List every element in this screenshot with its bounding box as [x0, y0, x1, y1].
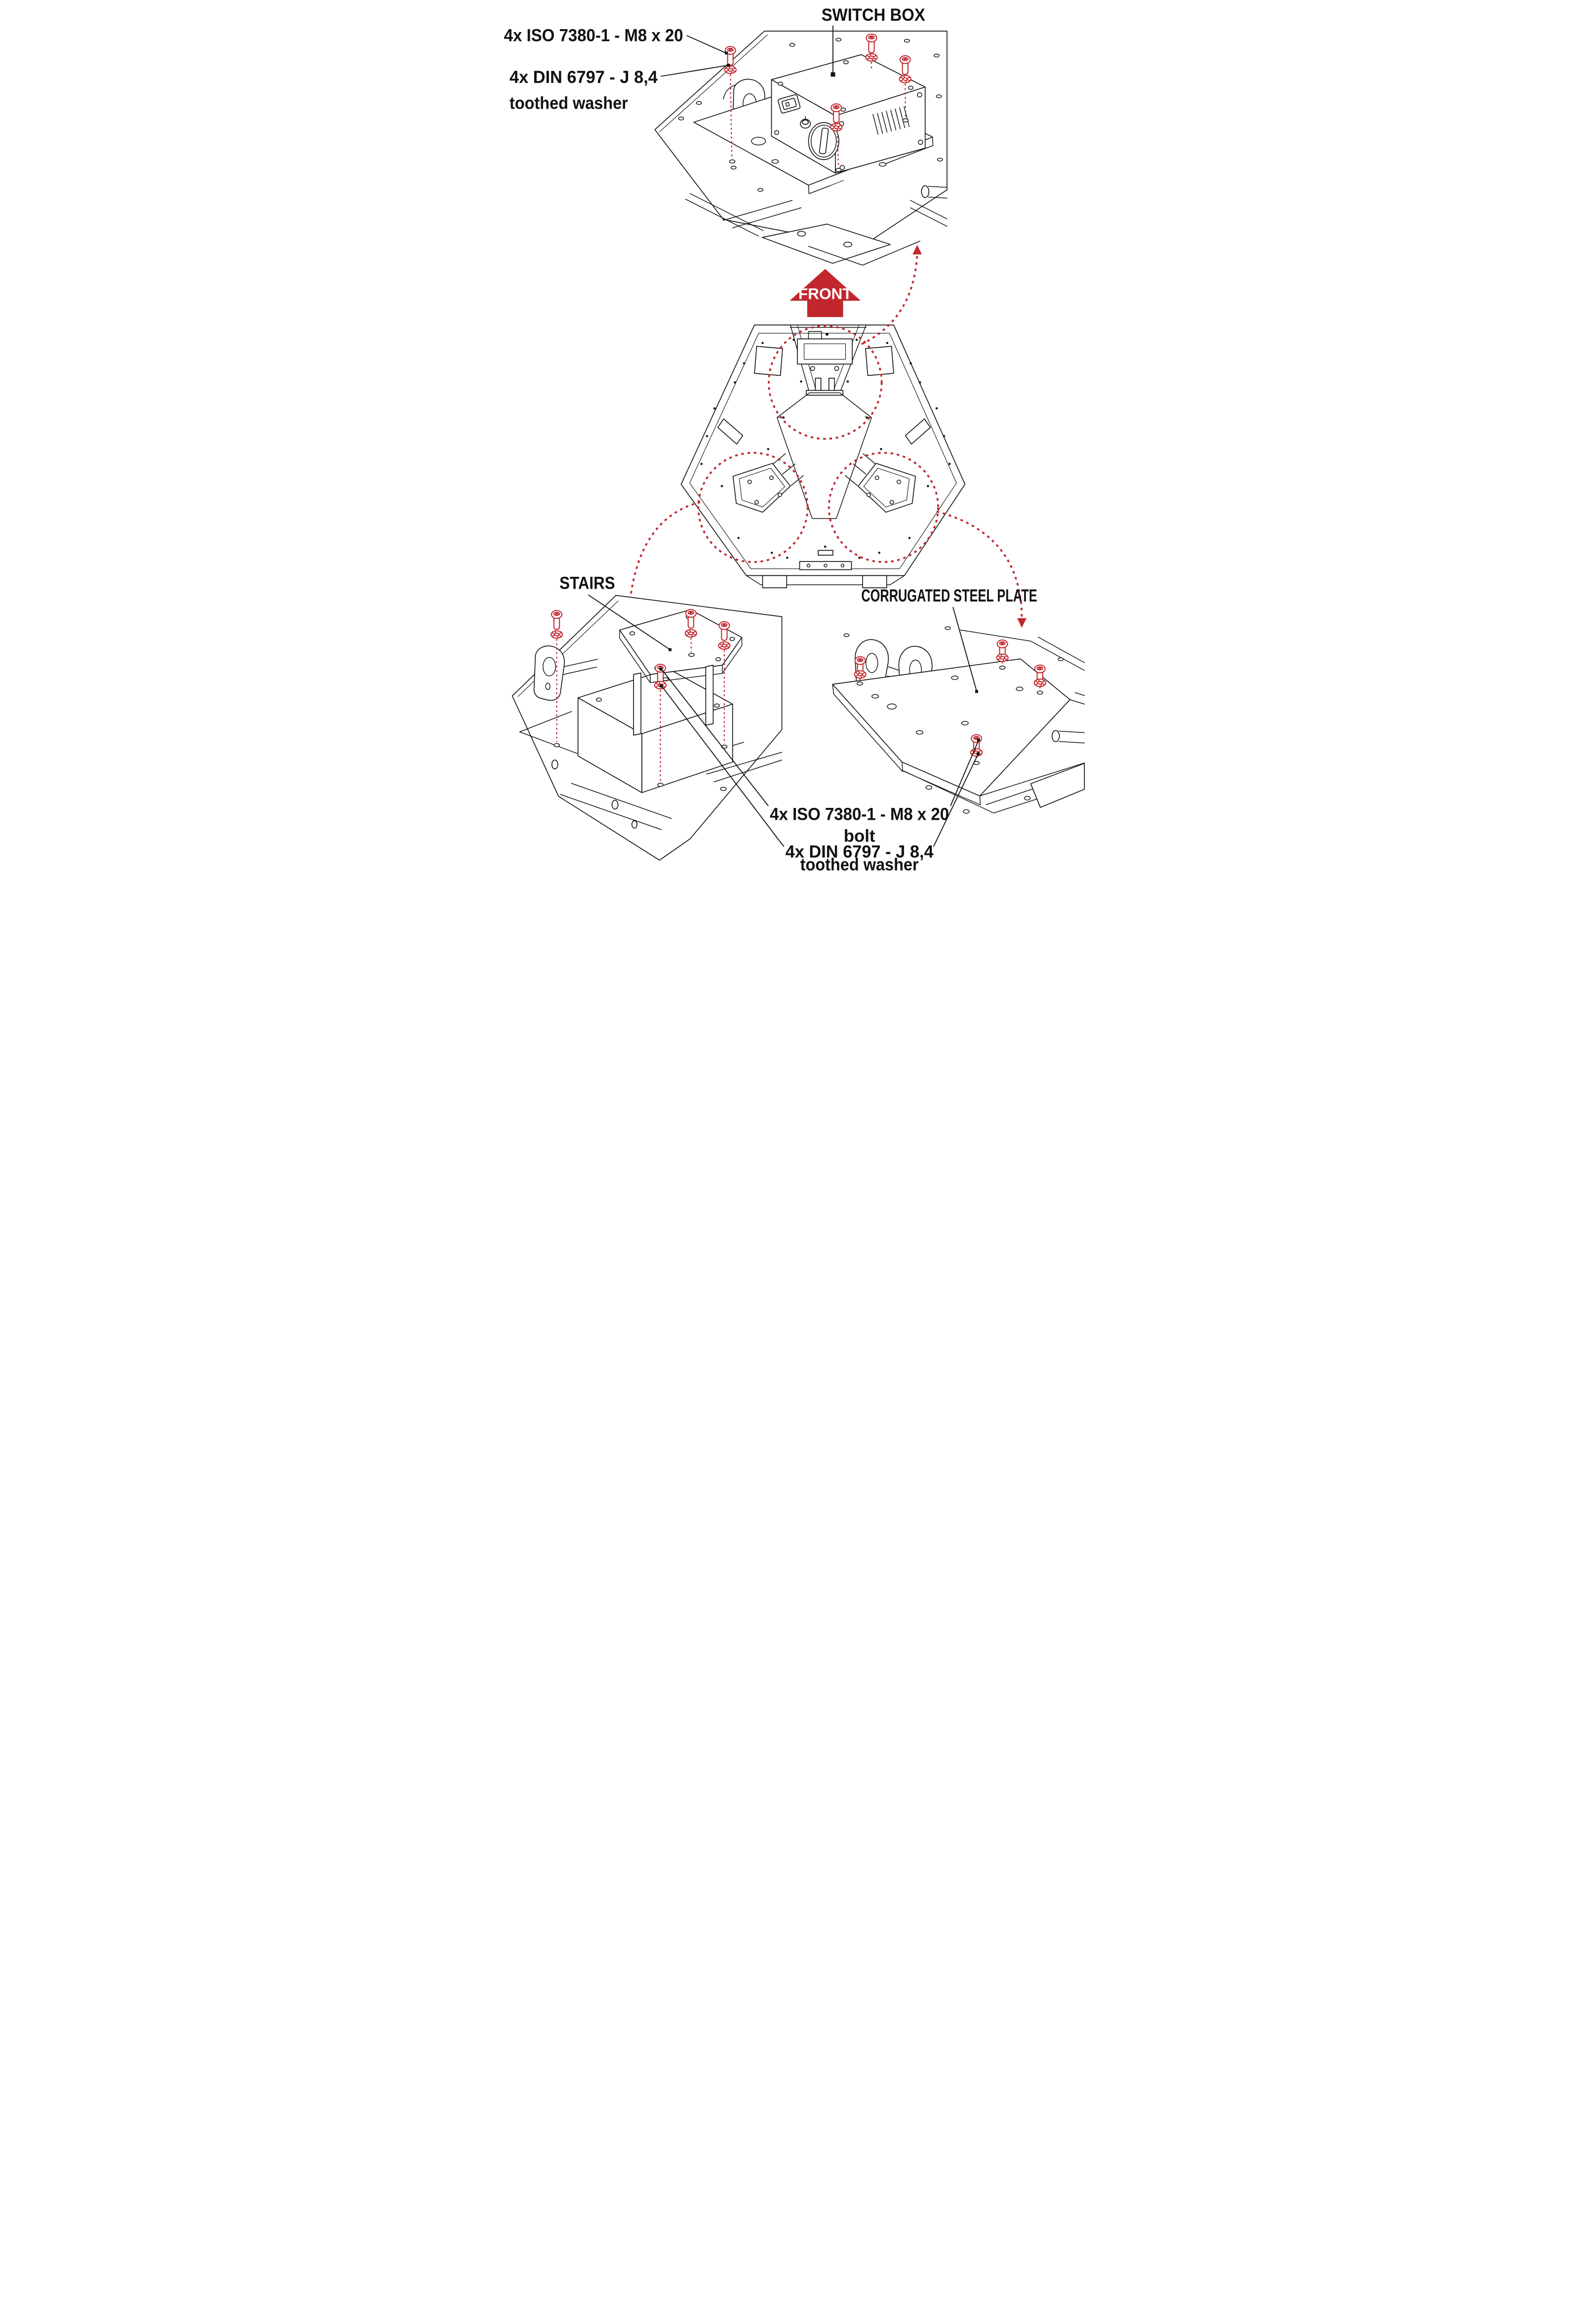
corrugated-plate [832, 658, 1070, 805]
callout-din-washer-bottom-line2: toothed washer [800, 855, 919, 872]
fastener-b1 [724, 46, 737, 164]
flap-mid-left [717, 418, 744, 445]
bottom-callouts: 4x ISO 7380-1 - M8 x 20 bolt 4x DIN 6797… [660, 668, 980, 872]
leader-bolt-to-plate [950, 740, 979, 806]
corrugated-plate-leader [952, 606, 977, 691]
plate-holes [678, 38, 943, 192]
round-connector [800, 116, 811, 129]
zoom-circle-stairs-bay [697, 452, 809, 563]
callout-din-washer-top-line1: 4x DIN 6797 - J 8,4 [510, 67, 658, 87]
fastener-g1 [854, 656, 867, 686]
fastener-f1 [550, 610, 563, 748]
front-label: FRONT [798, 284, 852, 302]
callout-din-washer-top-leader [661, 65, 729, 77]
flap-top-left [754, 346, 783, 376]
rivet-dots [700, 338, 951, 559]
stairs-lower-step [577, 668, 733, 793]
stairs-detail-view: STAIRS [512, 573, 783, 861]
leader-washer-to-plate [933, 754, 979, 847]
callout-iso-bolt-bottom-line2: bolt [844, 826, 875, 845]
ear-bracket [533, 645, 598, 701]
front-arrow-icon: FRONT [790, 269, 861, 317]
vent-grille [872, 106, 910, 135]
bottom-bracket [799, 550, 852, 570]
callout-iso-bolt-bottom-line1: 4x ISO 7380-1 - M8 x 20 [770, 804, 949, 824]
hexagonal-platform [680, 324, 966, 589]
callout-din-washer-top-line2: toothed washer [510, 93, 628, 113]
switch-box-detail-view: SWITCH BOX 4x ISO 7380-1 - M8 x 20 4x DI… [504, 5, 948, 266]
power-inlet [778, 94, 801, 114]
overview-view: FRONT [624, 244, 1027, 628]
flap-mid-right [905, 418, 931, 445]
leader-bolt-to-stairs [661, 669, 769, 806]
stairs-bay [732, 453, 804, 513]
assembly-diagram: SWITCH BOX 4x ISO 7380-1 - M8 x 20 4x DI… [504, 5, 1085, 872]
fastener-g2 [996, 639, 1009, 670]
flap-top-right [865, 346, 894, 376]
corrugated-plate-label: CORRUGATED STEEL PLATE [861, 586, 1037, 605]
plate-bay [845, 453, 916, 513]
assembly-instruction-page: SWITCH BOX 4x ISO 7380-1 - M8 x 20 4x DI… [494, 0, 1086, 872]
leader-washer-to-stairs [661, 686, 785, 847]
fastener-b4 [830, 103, 843, 172]
stairs-leader [588, 594, 671, 650]
fastener-g3 [1033, 664, 1046, 695]
stairs-upper-step [619, 609, 743, 736]
front-bay [790, 324, 867, 396]
switch-box-label: SWITCH BOX [822, 5, 925, 25]
rotary-switch [808, 122, 839, 160]
frame-structure [843, 626, 1085, 814]
frame-structure [685, 185, 948, 266]
callout-iso-bolt-top-leader [686, 35, 727, 54]
zoom-circle-plate-bay [828, 452, 939, 563]
fastener-b3 [899, 55, 911, 122]
zoom-arrow-to-switch-box [861, 244, 922, 345]
fastener-b2 [865, 33, 878, 71]
plate-detail-view: CORRUGATED STEEL PLATE [832, 586, 1085, 814]
zoom-circle-front-bay [768, 325, 883, 440]
callout-iso-bolt-top: 4x ISO 7380-1 - M8 x 20 [504, 25, 683, 45]
lid-screws [777, 60, 914, 112]
zoom-arrow-to-plate [936, 510, 1027, 628]
stairs-label: STAIRS [559, 573, 615, 593]
fastener-f4 [654, 664, 667, 787]
fastener-f2 [684, 609, 698, 657]
switch-box-right-face [835, 86, 926, 174]
switch-box-drawing [771, 54, 926, 174]
callout-din-washer-bottom-line1: 4x DIN 6797 - J 8,4 [786, 841, 934, 861]
